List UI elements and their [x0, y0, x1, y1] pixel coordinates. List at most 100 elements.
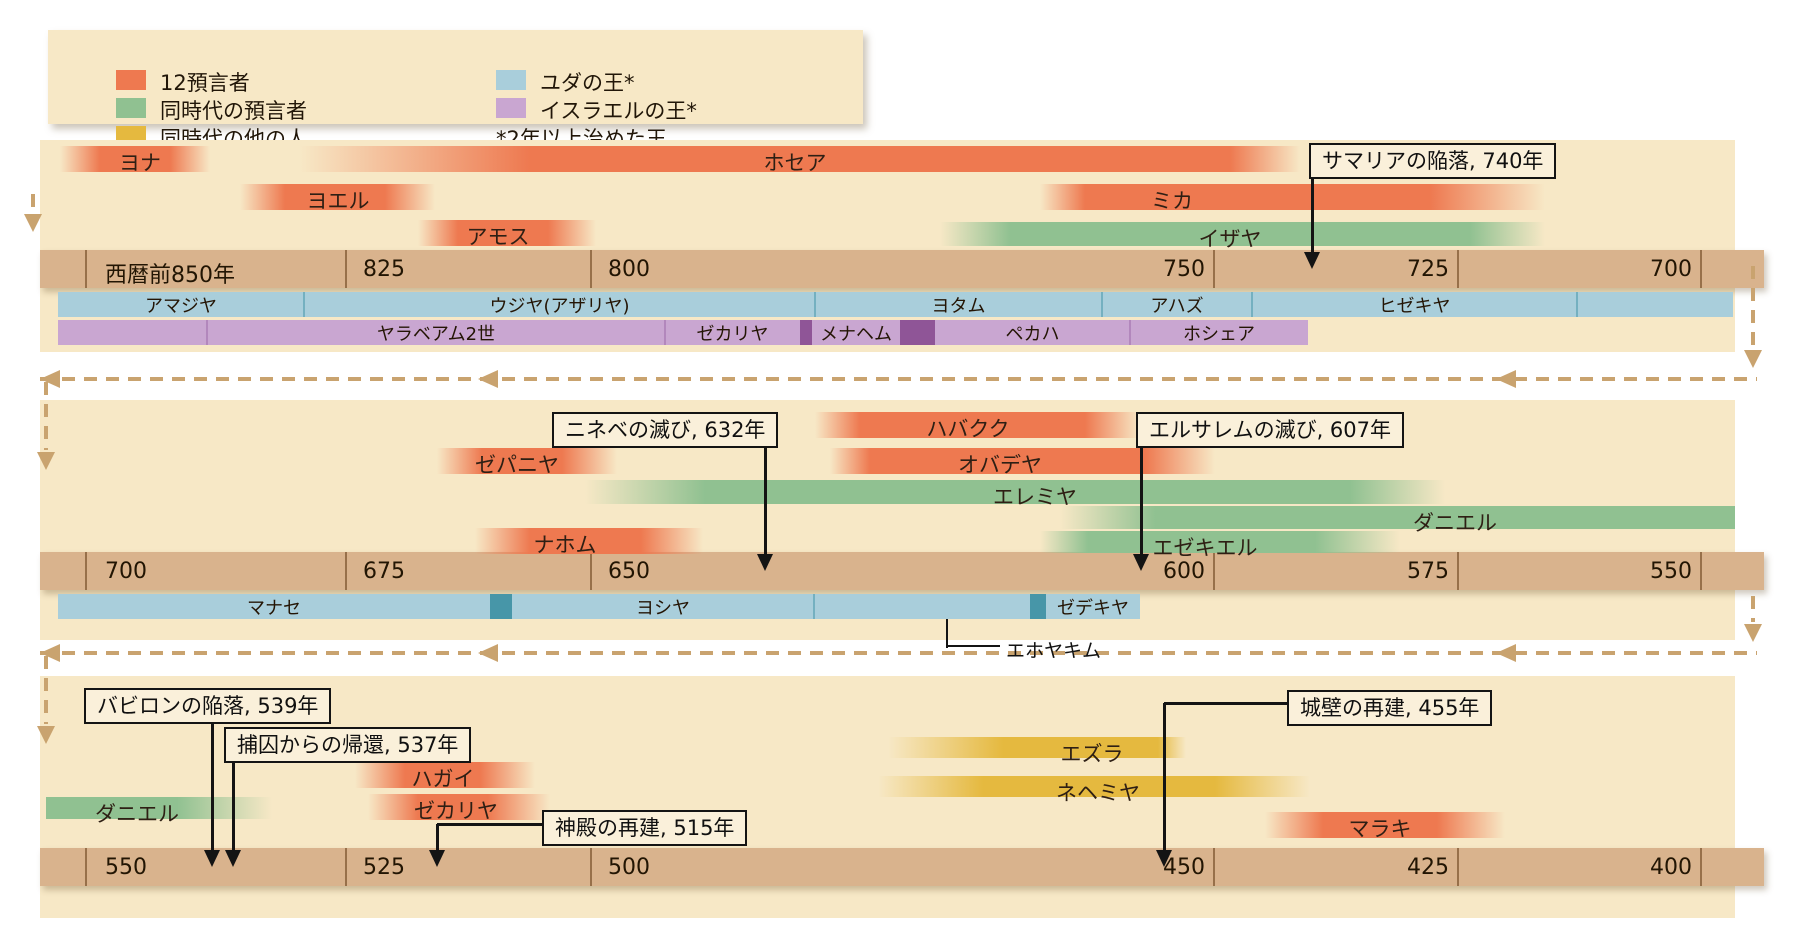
legend-panel: 12預言者同時代の預言者同時代の他の人ユダの王*イスラエルの王**2年以上治めた… — [48, 30, 863, 151]
axis-tick — [85, 552, 87, 590]
king-segment-judah: ヒゼキヤ — [1252, 292, 1577, 317]
flow-arrow-down-icon — [24, 214, 42, 232]
bar-label: アモス — [466, 225, 530, 249]
timeline-bar-orange — [300, 146, 1300, 172]
timeline-bar-green — [940, 222, 1545, 246]
bar-label: ミカ — [1151, 189, 1193, 213]
king-label: ヨタム — [931, 295, 986, 317]
bar-label: ナホム — [533, 533, 597, 557]
flow-arrow-down-icon — [1744, 624, 1762, 642]
king-divider — [664, 320, 666, 345]
bar-label: エゼキエル — [1152, 536, 1258, 560]
timeline-bar-green — [1040, 531, 1400, 553]
event-box: サマリアの陥落, 740年 — [1309, 143, 1557, 179]
bar-label: ハガイ — [411, 767, 475, 791]
king-divider — [813, 594, 815, 619]
axis-tick — [590, 848, 592, 886]
axis-label: 西暦前850年 — [105, 263, 235, 288]
king-label: ヨシヤ — [636, 597, 690, 619]
king-divider — [303, 292, 305, 317]
axis-label: 650 — [608, 559, 650, 584]
king-segment-judah: マナセ — [58, 594, 490, 619]
flow-arrow-left-icon — [1496, 644, 1516, 662]
bar-label: ダニエル — [95, 802, 179, 826]
king-segment-israel: ペカハ — [935, 320, 1130, 345]
king-label: ウジヤ(アザリヤ) — [489, 295, 630, 317]
king-divider — [814, 292, 816, 317]
king-divider — [1101, 292, 1103, 317]
axis-tick — [1457, 552, 1459, 590]
flow-dashed-line — [40, 651, 1757, 655]
legend-swatch-purple — [496, 98, 526, 118]
king-segment-judah — [1030, 594, 1046, 619]
bar-label: マラキ — [1348, 817, 1412, 841]
bar-label: ダニエル — [1413, 511, 1497, 535]
king-label: ヤラベアム2世 — [376, 323, 496, 345]
axis-tick — [1700, 552, 1702, 590]
event-arrow-line — [764, 446, 767, 554]
event-box: ニネベの滅び, 632年 — [552, 412, 779, 448]
event-arrow-line — [1140, 446, 1143, 554]
callout-line — [946, 619, 948, 648]
king-label: メナヘム — [820, 323, 892, 345]
timeline-bar-orange — [355, 762, 535, 788]
king-segment-judah — [490, 594, 512, 619]
flow-arrow-left-icon — [1496, 370, 1516, 388]
bar-label: イザヤ — [1198, 227, 1262, 251]
king-divider — [1129, 320, 1131, 345]
king-callout-label: エホヤキム — [1006, 640, 1102, 662]
flow-dashed-line — [1751, 596, 1755, 622]
timeline-bar-orange — [1265, 812, 1505, 838]
axis-tick — [345, 848, 347, 886]
king-label: ヒゼキヤ — [1378, 295, 1451, 317]
event-arrow-line — [1164, 702, 1289, 705]
legend-label: 同時代の預言者 — [160, 99, 307, 123]
flow-arrow-down-icon — [1744, 350, 1762, 368]
timeline-bar-green — [1060, 506, 1735, 529]
event-arrow-head — [225, 850, 241, 867]
timeline-bar-orange — [475, 528, 703, 554]
axis-label: 600 — [1163, 559, 1205, 584]
axis-label: 575 — [1407, 559, 1449, 584]
flow-arrow-left-icon — [40, 644, 60, 662]
king-segment-israel — [58, 320, 207, 345]
flow-arrow-left-icon — [40, 370, 60, 388]
flow-dashed-line — [40, 377, 1757, 381]
king-segment-israel: ゼカリヤ — [665, 320, 800, 345]
king-segment-israel: ホシェア — [1130, 320, 1308, 345]
event-arrow-head — [757, 554, 773, 571]
event-arrow-head — [1133, 554, 1149, 571]
flow-dashed-line — [44, 382, 48, 450]
event-arrow-line — [211, 722, 214, 850]
king-divider — [206, 320, 208, 345]
axis-label: 725 — [1407, 257, 1449, 282]
bar-label: エズラ — [1060, 742, 1124, 766]
king-segment-judah: ヨタム — [815, 292, 1102, 317]
bar-label: ゼカリヤ — [414, 799, 498, 823]
timeline-bar-orange — [60, 146, 210, 172]
flow-dashed-line — [31, 194, 35, 212]
axis-label: 800 — [608, 257, 650, 282]
flow-dashed-line — [44, 656, 48, 724]
callout-line — [947, 645, 1000, 647]
timeline-bar-green — [46, 797, 272, 819]
axis-tick — [1457, 250, 1459, 288]
king-segment-judah — [1577, 292, 1733, 317]
event-arrow-line — [232, 761, 235, 850]
flow-dashed-line — [1751, 266, 1755, 348]
axis-tick — [1213, 552, 1215, 590]
timeline-bar-orange — [1040, 184, 1545, 210]
legend-label: ユダの王* — [540, 71, 635, 95]
event-arrow-head — [1156, 850, 1172, 867]
king-segment-israel — [900, 320, 935, 345]
bar-label: ホセア — [763, 151, 827, 175]
axis-label: 750 — [1163, 257, 1205, 282]
event-arrow-head — [1304, 252, 1320, 269]
bar-label: オバデヤ — [958, 453, 1042, 477]
king-segment-judah: ウジヤ(アザリヤ) — [304, 292, 815, 317]
event-arrow-line — [1311, 178, 1314, 252]
axis-label: 425 — [1407, 855, 1449, 880]
legend-label: イスラエルの王* — [540, 99, 697, 123]
event-box: エルサレムの滅び, 607年 — [1136, 412, 1405, 448]
